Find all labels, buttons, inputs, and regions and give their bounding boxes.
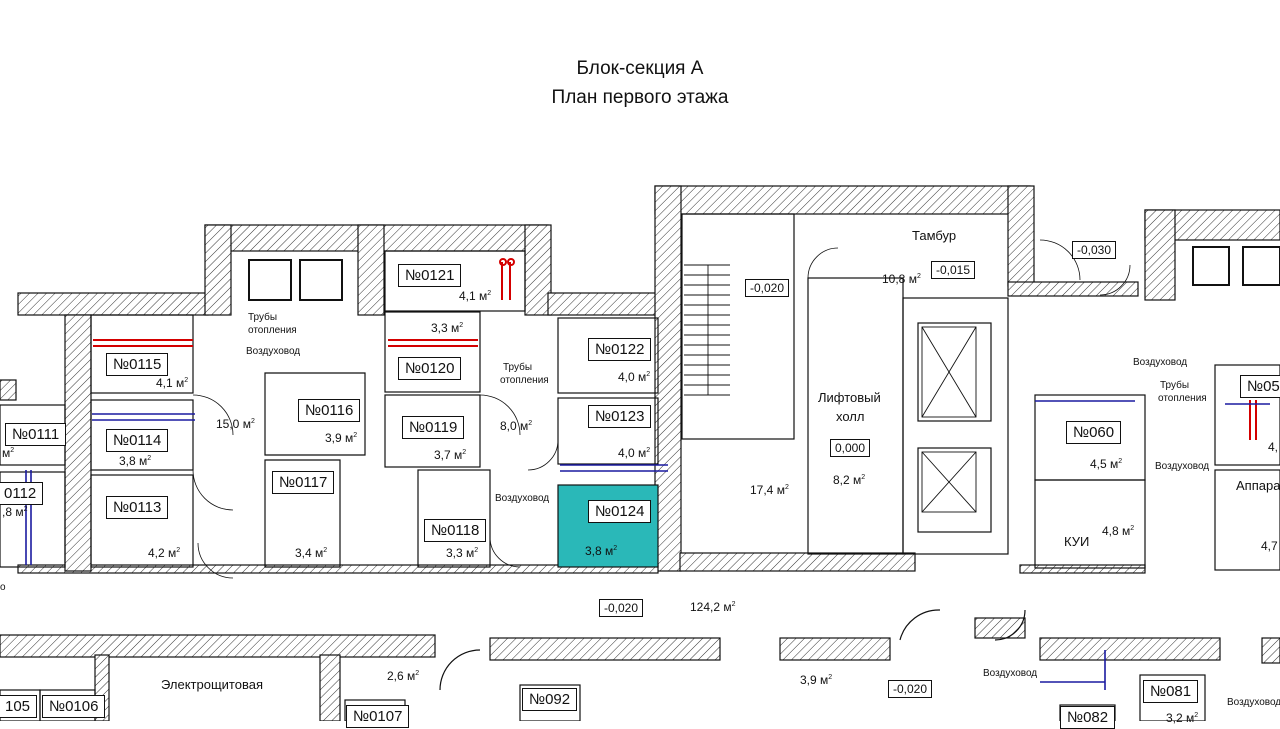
label-tambur: Тамбур — [912, 228, 957, 243]
lower-walls — [0, 617, 1280, 721]
label-heating-pipes-1b: Трубы — [503, 362, 533, 373]
level-tambur: -0,015 — [931, 261, 976, 279]
area-lower-right: 3,2 м2 — [1166, 711, 1199, 725]
room-0113-number: №0113 — [106, 496, 169, 519]
label-lift-hall-1: Лифтовый — [818, 390, 881, 405]
area-kui: 4,8 м2 — [1102, 524, 1135, 538]
label-electrical-room: Электрощитовая — [161, 677, 264, 692]
area-0118: 3,3 м2 — [446, 546, 479, 560]
label-heating-pipes-1c: Трубы — [1160, 380, 1190, 391]
area-060: 4,5 м2 — [1090, 457, 1123, 471]
room-05-number: №05 — [1240, 375, 1280, 398]
room-0122-number: №0122 — [588, 338, 652, 361]
room-0120-number: №0120 — [398, 357, 462, 380]
area-lift-hall: 8,2 м2 — [833, 473, 866, 487]
room-0124-highlight — [557, 484, 659, 568]
area-right-edge: 4, — [1268, 440, 1279, 454]
room-0107-number: №0107 — [346, 705, 410, 728]
room-0118-number: №0118 — [424, 519, 487, 542]
room-0117-number: №0117 — [272, 471, 335, 494]
area-0120: 3,3 м2 — [431, 321, 464, 335]
level-stair: -0,020 — [745, 279, 790, 297]
label-heating-pipes-2b: отопления — [500, 375, 549, 386]
elevator-shafts — [921, 326, 977, 513]
area-0116: 3,9 м2 — [325, 431, 358, 445]
plan-subtitle: План первого этажа — [551, 87, 729, 108]
area-left-edge-2: ,8 м2 — [2, 505, 28, 519]
heating-pipes — [93, 258, 1257, 440]
area-0114: 3,8 м2 — [119, 454, 152, 468]
door-swings — [192, 239, 1131, 579]
label-air-duct-d: Воздуховод — [1155, 461, 1210, 472]
area-0124: 3,8 м2 — [585, 544, 618, 558]
label-kui: КУИ — [1064, 534, 1090, 549]
room-0115-number: №0115 — [106, 353, 169, 376]
stair-treads — [684, 264, 730, 396]
label-air-duct-c: Воздуховод — [1133, 357, 1188, 368]
plan-title: Блок-секция А — [576, 58, 704, 79]
label-air-duct-a: Воздуховод — [246, 346, 301, 357]
label-heating-pipes-2a: отопления — [248, 325, 297, 336]
room-060-number: №060 — [1066, 421, 1122, 444]
level-entry: -0,030 — [1072, 241, 1117, 259]
level-lift-hall: 0,000 — [830, 439, 871, 457]
label-heating-pipes-2c: отопления — [1158, 393, 1207, 404]
room-0112-number: 0112 — [0, 482, 44, 505]
label-air-duct-f: Воздуховод — [1227, 697, 1280, 708]
room-081-number: №081 — [1143, 680, 1199, 703]
label-lift-hall-2: холл — [836, 409, 865, 424]
area-0115: 4,1 м2 — [156, 376, 189, 390]
outer-walls — [0, 185, 1280, 574]
room-0111-number: №0111 — [5, 423, 67, 446]
area-0113: 4,2 м2 — [148, 546, 181, 560]
room-092-number: №092 — [522, 688, 578, 711]
lower-ducts — [1040, 650, 1106, 690]
room-0123-number: №0123 — [588, 405, 652, 428]
area-left-edge: м2 — [2, 446, 15, 460]
area-0122: 4,0 м2 — [618, 370, 651, 384]
area-0117: 3,4 м2 — [295, 546, 328, 560]
area-el-room-right: 2,6 м2 — [387, 669, 420, 683]
area-0119: 3,7 м2 — [434, 448, 467, 462]
label-apparatus: Аппарат — [1236, 478, 1280, 493]
area-main-corridor: 124,2 м2 — [690, 600, 736, 614]
area-right-edge-2: 4,7 — [1261, 539, 1278, 553]
room-0105-number: 105 — [0, 695, 38, 718]
area-stair: 17,4 м2 — [750, 483, 789, 497]
room-0116-number: №0116 — [298, 399, 361, 422]
area-tambur: 10,8 м2 — [882, 272, 921, 286]
label-heating-pipes-1a: Трубы — [248, 312, 278, 323]
area-corridor-left: 15,0 м2 — [216, 417, 255, 431]
label-air-duct-e: Воздуховод — [983, 668, 1038, 679]
room-0121-number: №0121 — [398, 264, 462, 287]
room-0114-number: №0114 — [106, 429, 169, 452]
area-0121: 4,1 м2 — [459, 289, 492, 303]
room-0124-number: №0124 — [588, 500, 652, 523]
label-left-cut: о — [0, 582, 6, 593]
room-0119-number: №0119 — [402, 416, 465, 439]
vent-shafts — [248, 246, 1280, 301]
area-corridor-mid: 8,0 м2 — [500, 419, 533, 433]
area-0123: 4,0 м2 — [618, 446, 651, 460]
area-lower-mid: 3,9 м2 — [800, 673, 833, 687]
interior-walls — [0, 213, 1280, 571]
level-lower: -0,020 — [888, 680, 933, 698]
label-air-duct-b: Воздуховод — [495, 493, 550, 504]
room-0106-number: №0106 — [42, 695, 106, 718]
level-main-corridor: -0,020 — [599, 599, 644, 617]
room-082-number: №082 — [1060, 706, 1116, 729]
